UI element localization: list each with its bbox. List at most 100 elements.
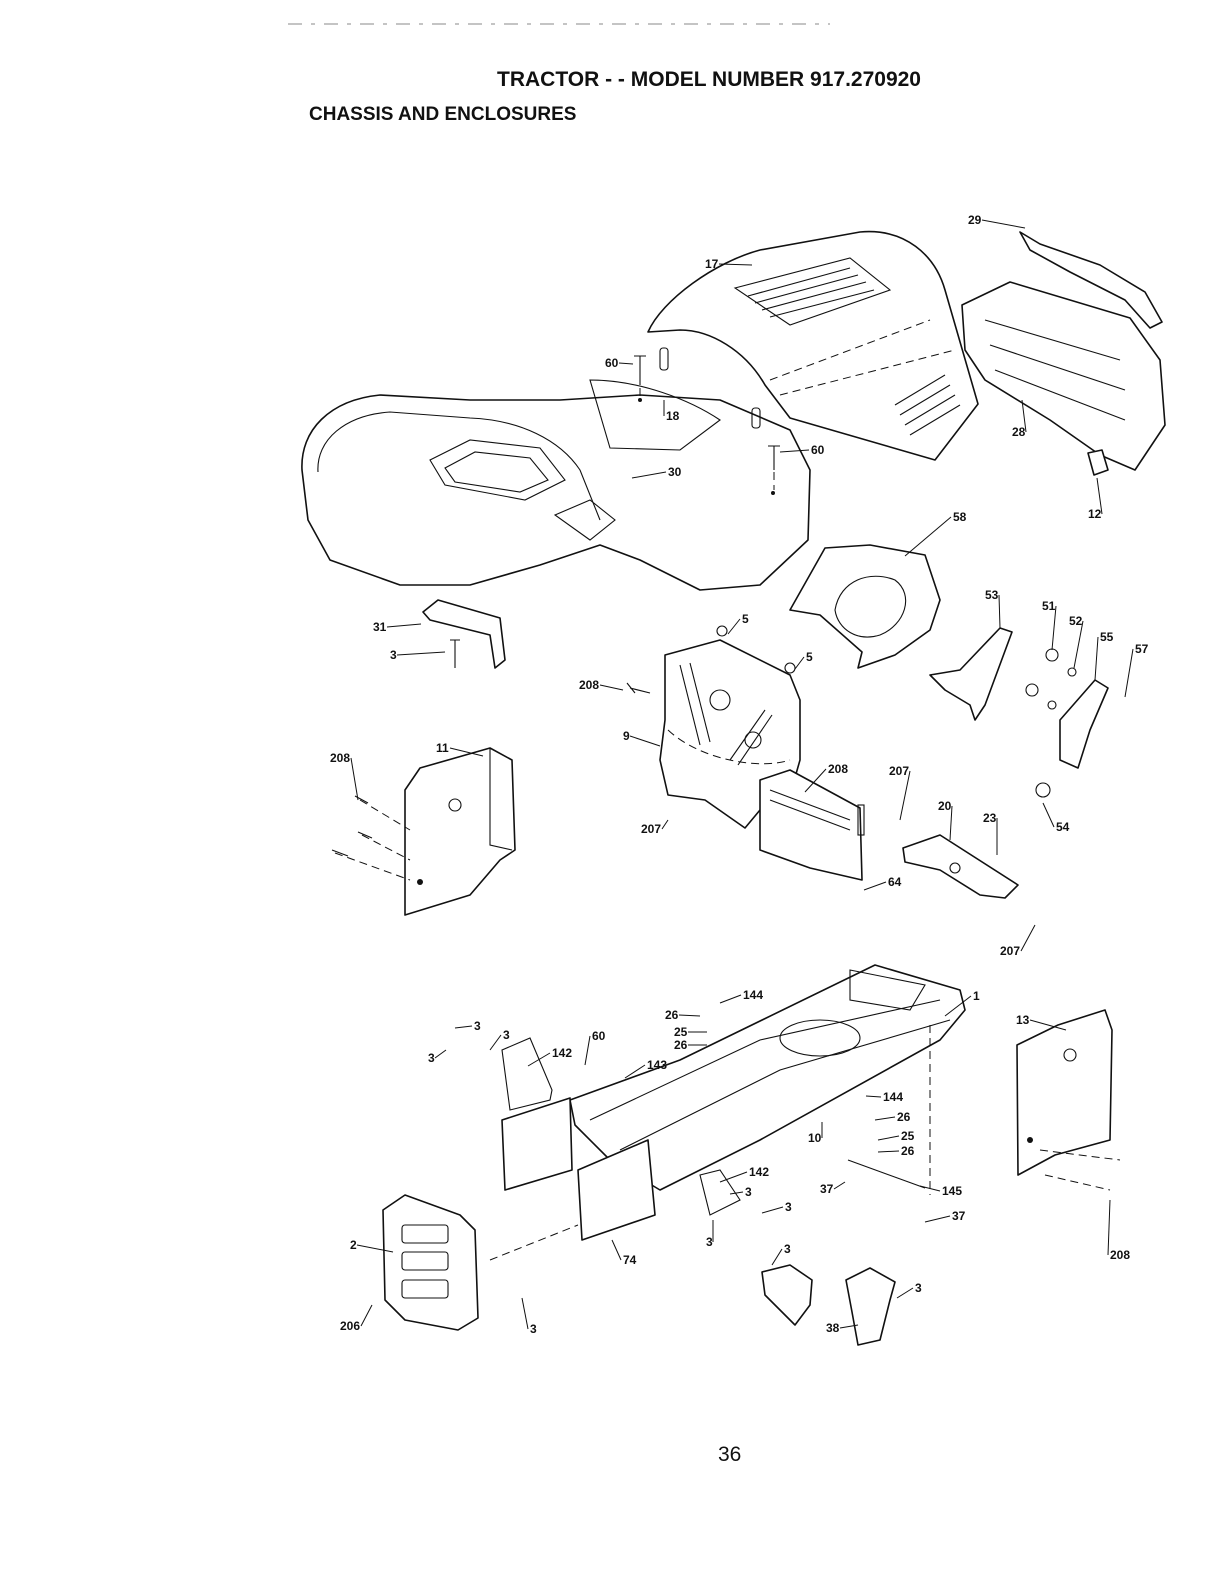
leader-line-c5a: [727, 618, 741, 635]
part-callout-c208c: 208: [828, 762, 848, 776]
part-callout-c18: 18: [666, 409, 680, 423]
part-callout-c5a: 5: [742, 612, 749, 626]
part-left-panel: [404, 747, 516, 916]
leader-line-c51: [1051, 605, 1057, 651]
part-bracket-38: [761, 1264, 896, 1346]
part-fender: [301, 379, 811, 591]
leader-line-c60c: [584, 1035, 591, 1066]
leader-line-c13: [1029, 1019, 1067, 1031]
part-callout-c26c: 26: [897, 1110, 911, 1124]
leader-line-c26d: [877, 1150, 900, 1153]
part-bracket-53: [929, 627, 1013, 721]
part-rod-145: [847, 1159, 926, 1189]
leader-line-c142a: [527, 1052, 551, 1067]
part-callout-c55: 55: [1100, 630, 1114, 644]
part-callout-c3g: 3: [706, 1235, 713, 1249]
part-callout-c2: 2: [350, 1238, 357, 1252]
leader-line-c207c: [1020, 924, 1036, 952]
leader-line-c3c: [489, 1034, 502, 1051]
part-callout-c25b: 25: [901, 1129, 915, 1143]
leader-line-c20: [949, 805, 953, 841]
part-callout-c53: 53: [985, 588, 999, 602]
leader-line-c58: [904, 516, 952, 557]
part-frame: [569, 964, 966, 1191]
part-callout-c3h: 3: [784, 1242, 791, 1256]
part-callout-c142a: 142: [552, 1046, 572, 1060]
part-callout-c51: 51: [1042, 599, 1056, 613]
part-callout-c9: 9: [623, 729, 630, 743]
part-callout-c3c: 3: [503, 1028, 510, 1042]
leader-line-c25b: [877, 1135, 900, 1141]
part-callout-c58: 58: [953, 510, 967, 524]
part-callout-c60a: 60: [605, 356, 619, 370]
leader-line-c26c: [874, 1116, 896, 1121]
leader-line-c208a: [599, 684, 624, 691]
part-callout-c206: 206: [340, 1319, 360, 1333]
leader-line-c64: [863, 881, 887, 891]
part-callout-c25a: 25: [674, 1025, 688, 1039]
leader-line-c1: [944, 995, 972, 1017]
part-callout-c30: 30: [668, 465, 682, 479]
page-number: 36: [718, 1443, 742, 1466]
callout-leaders: [350, 219, 1134, 1330]
part-callout-c11: 11: [436, 741, 449, 755]
part-callout-c64: 64: [888, 875, 902, 889]
part-callout-c207b: 207: [641, 822, 661, 836]
part-callout-c60c: 60: [592, 1029, 606, 1043]
leader-line-c55: [1094, 636, 1099, 681]
part-callout-c10: 10: [808, 1131, 822, 1145]
bolt-60-b: [768, 445, 780, 470]
part-callout-c142b: 142: [749, 1165, 769, 1179]
part-callout-c208a: 208: [579, 678, 599, 692]
part-callout-c3f: 3: [785, 1200, 792, 1214]
leader-line-c3h: [771, 1248, 783, 1266]
callout-labels: 1729601828603012585351525557313552089112…: [330, 213, 1149, 1336]
part-callout-c74: 74: [623, 1253, 637, 1267]
part-callout-c28: 28: [1012, 425, 1026, 439]
leader-line-c31: [386, 623, 422, 628]
part-latch: [1087, 449, 1109, 476]
leader-line-c3i: [896, 1287, 914, 1299]
leader-line-c208b: [350, 757, 359, 801]
leader-line-c145: [919, 1185, 941, 1192]
part-callout-c37a: 37: [820, 1182, 834, 1196]
leader-line-c2: [356, 1244, 394, 1253]
leader-line-c143: [624, 1064, 646, 1079]
part-callout-c29: 29: [968, 213, 982, 227]
part-bracket-31: [422, 599, 506, 669]
leader-line-c142b: [719, 1171, 748, 1183]
part-callout-c1: 1: [973, 989, 980, 1003]
part-callout-c26d: 26: [901, 1144, 915, 1158]
part-callout-c31: 31: [373, 620, 387, 634]
leader-line-c144b: [865, 1095, 882, 1098]
leader-line-c54: [1042, 802, 1055, 828]
leader-line-c74: [611, 1239, 622, 1261]
part-callout-c52: 52: [1069, 614, 1083, 628]
part-callout-c54: 54: [1056, 820, 1070, 834]
part-callout-c143: 143: [647, 1058, 667, 1072]
leader-line-c60b: [779, 449, 810, 453]
part-frame-rail-left: [501, 1037, 741, 1241]
part-callout-c144b: 144: [883, 1090, 903, 1104]
leader-line-c144a: [719, 994, 742, 1004]
leader-line-c28: [1021, 399, 1027, 433]
leader-line-c206: [360, 1304, 373, 1327]
part-callout-c38: 38: [826, 1321, 840, 1335]
part-callout-c12: 12: [1088, 507, 1102, 521]
leader-line-c57: [1124, 648, 1134, 698]
part-plate-20: [902, 834, 1019, 899]
part-callout-c3d: 3: [428, 1051, 435, 1065]
part-callout-c145: 145: [942, 1184, 962, 1198]
leader-line-c60a: [618, 362, 634, 365]
bolt-60-a: [634, 355, 646, 385]
leader-line-c26a: [678, 1014, 701, 1017]
part-callout-c23: 23: [983, 811, 997, 825]
part-shield: [789, 544, 941, 669]
part-callout-c26b: 26: [674, 1038, 688, 1052]
leader-line-c3a: [396, 651, 446, 656]
leader-line-c37b: [924, 1215, 951, 1223]
leader-line-c3f: [761, 1206, 784, 1214]
leader-line-c29: [981, 219, 1026, 229]
leader-line-c9: [629, 735, 661, 747]
part-support-64: [759, 769, 865, 881]
